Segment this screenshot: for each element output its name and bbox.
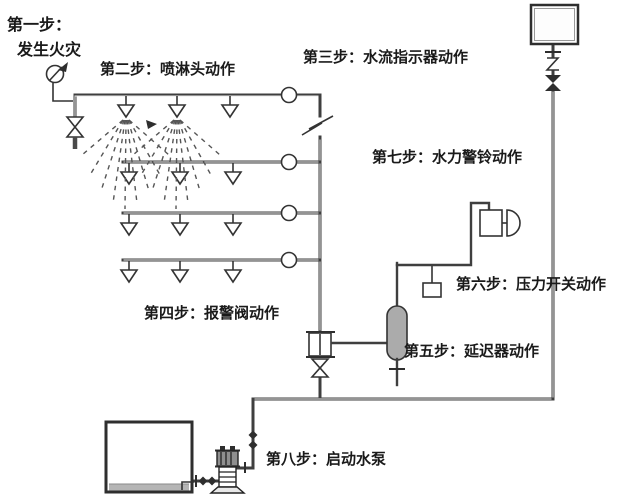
fire-pump (209, 446, 246, 494)
alarm-check-valve (306, 331, 335, 358)
water-flow-indicators (280, 86, 298, 269)
pipe-network (73, 42, 555, 483)
hydraulic-alarm-bell (395, 201, 521, 267)
step8-label: 第八步：启动水泵 (266, 450, 387, 468)
step6-label: 第六步：压力开关动作 (456, 275, 607, 293)
suction-line-valves (195, 475, 217, 487)
step2-label: 第二步：喷淋头动作 (100, 60, 236, 78)
tank-outlet-fittings (545, 51, 561, 91)
end-test-valve (66, 116, 84, 149)
pipe-break-symbol (301, 115, 334, 136)
step1-label-line1: 第一步： (7, 15, 72, 34)
elevated-water-tank (529, 3, 580, 46)
suction-elbow (181, 481, 194, 490)
pressure-switch (422, 265, 442, 298)
step3-label: 第三步：水流指示器动作 (303, 48, 469, 66)
step1-label-line2: 发生火灾 (17, 40, 82, 59)
step5-label: 第五步：延迟器动作 (404, 342, 540, 360)
discharge-line-valves (244, 430, 258, 473)
pressure-gauge (45, 62, 73, 102)
water-spray (81, 119, 221, 210)
alarm-valve-gate-valve (310, 358, 330, 378)
retarder (330, 261, 408, 387)
reserve-water-tank (104, 420, 194, 494)
step4-label: 第四步：报警阀动作 (144, 304, 280, 322)
heat-arrow (146, 120, 157, 129)
step7-label: 第七步：水力警铃动作 (372, 148, 523, 166)
